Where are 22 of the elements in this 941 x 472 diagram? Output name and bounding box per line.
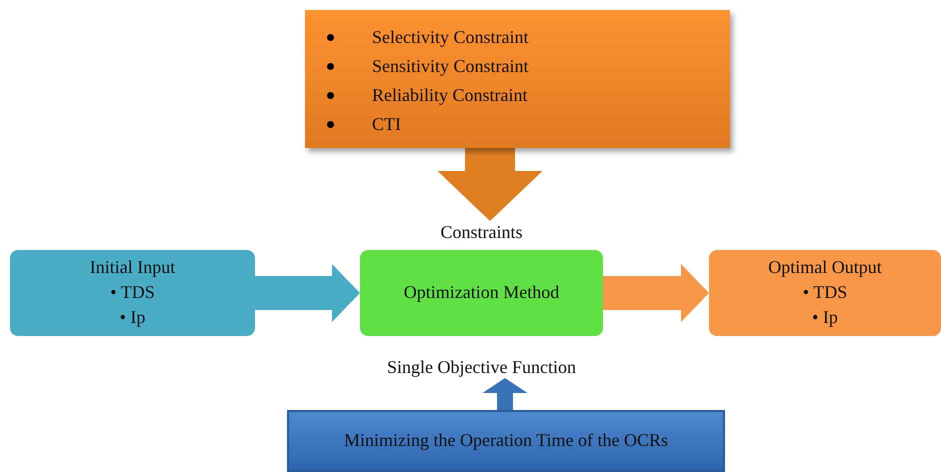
constraint-item: Sensitivity Constraint bbox=[372, 55, 529, 77]
output-box bbox=[709, 250, 941, 336]
constraints-panel bbox=[305, 10, 730, 148]
block-arrow bbox=[255, 264, 360, 322]
box-caption: Single Objective Function bbox=[387, 356, 576, 378]
box-heading: Initial Input bbox=[90, 256, 176, 278]
list-item: • TDS bbox=[802, 280, 848, 302]
box-text: Optimization Method bbox=[404, 280, 560, 302]
block-arrow bbox=[482, 378, 528, 410]
constraint-item: Selectivity Constraint bbox=[372, 26, 528, 48]
constraint-item: CTI bbox=[372, 113, 401, 135]
input-box bbox=[10, 250, 255, 336]
constraint-item: Reliability Constraint bbox=[372, 84, 528, 106]
objective-box bbox=[287, 410, 725, 472]
list-item: • TDS bbox=[110, 280, 155, 302]
box-caption: Constraints bbox=[440, 221, 522, 243]
block-arrow bbox=[603, 264, 709, 322]
list-item: • Ip bbox=[120, 306, 146, 328]
box-heading: Optimal Output bbox=[768, 256, 882, 278]
block-arrow bbox=[438, 148, 542, 221]
box-text: Minimizing the Operation Time of the OCRs bbox=[344, 428, 668, 450]
list-item: • Ip bbox=[812, 306, 838, 328]
